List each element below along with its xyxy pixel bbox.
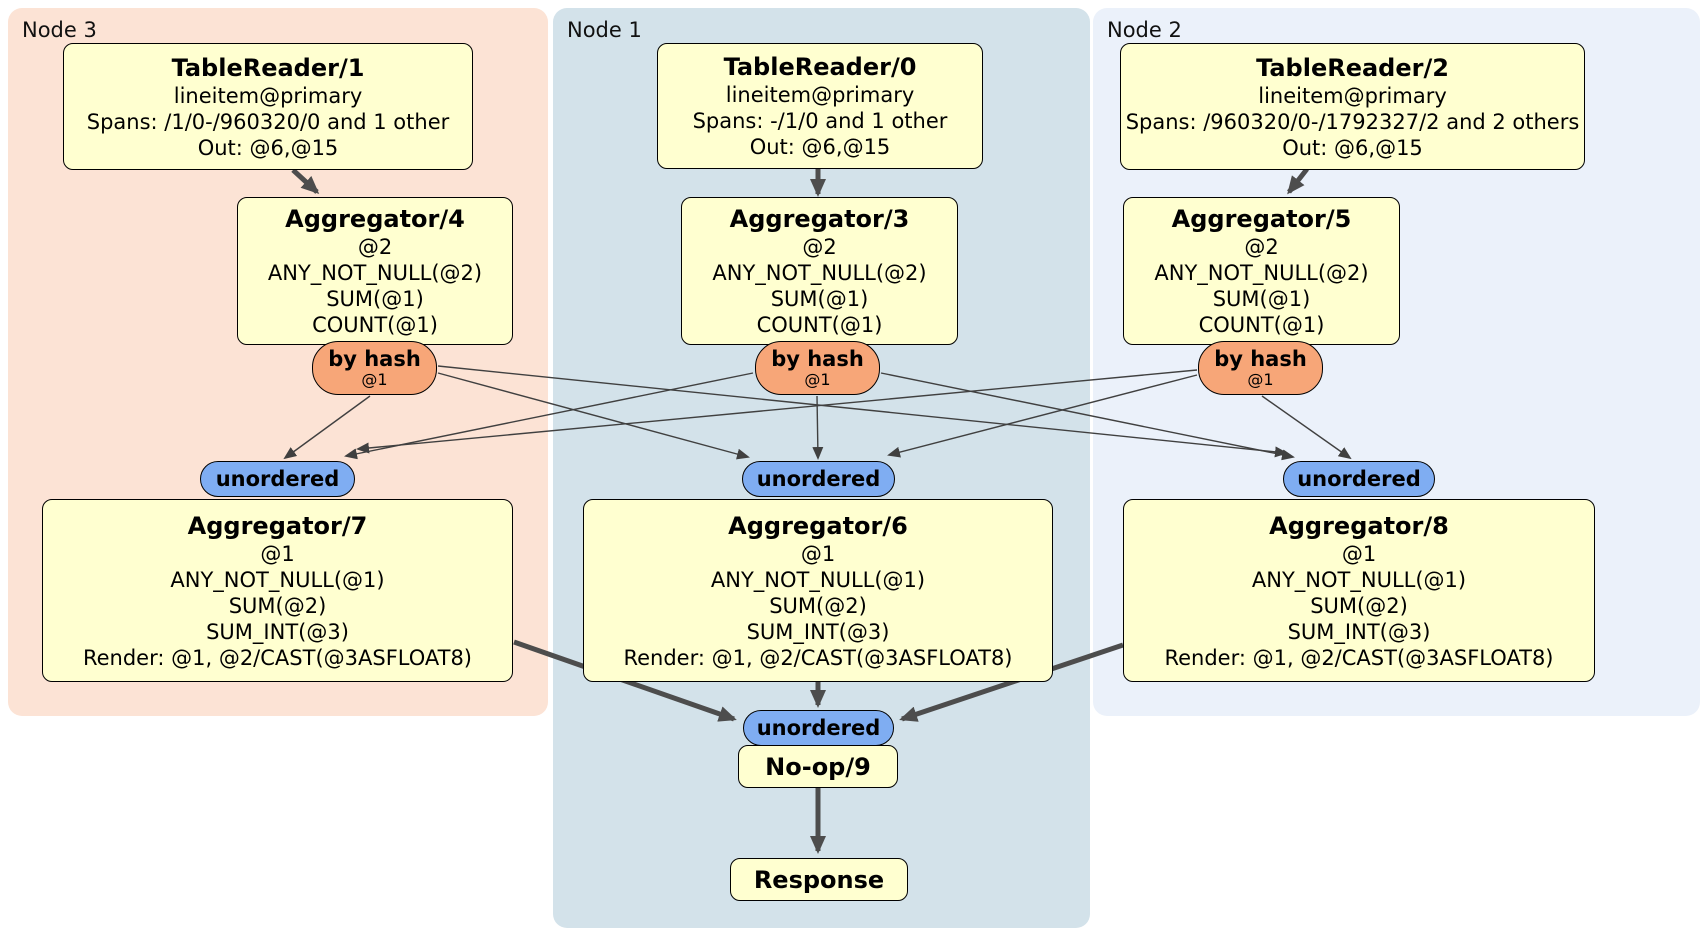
router-by-hash-node3: by hash @1 <box>312 341 437 395</box>
processor-agg-fn: ANY_NOT_NULL(@1) <box>1251 567 1467 592</box>
edge-byhash2-left <box>356 369 1198 454</box>
processor-tablereader-2: TableReader/2 lineitem@primary Spans: /9… <box>1120 43 1585 170</box>
processor-agg-fn: COUNT(@1) <box>1198 313 1325 337</box>
processor-agg-fn: SUM(@1) <box>770 287 869 311</box>
edge-byhash1-right <box>880 372 1295 461</box>
stream-label: unordered <box>1297 467 1421 491</box>
processor-spans: Spans: /1/0-/960320/0 and 1 other <box>86 109 450 134</box>
processor-tablereader-1: TableReader/1 lineitem@primary Spans: /1… <box>63 43 473 170</box>
processor-render: Render: @1, @2/CAST(@3ASFLOAT8) <box>623 645 1013 670</box>
processor-title: TableReader/1 <box>171 53 365 82</box>
processor-title: Aggregator/7 <box>187 511 368 540</box>
processor-response: Response <box>730 858 908 901</box>
router-columns: @1 <box>361 370 388 389</box>
processor-agg-fn: SUM(@1) <box>326 287 424 311</box>
processor-render: Render: @1, @2/CAST(@3ASFLOAT8) <box>1164 645 1554 670</box>
processor-title: Aggregator/4 <box>285 205 465 233</box>
processor-tablereader-0: TableReader/0 lineitem@primary Spans: -/… <box>657 43 983 169</box>
router-columns: @1 <box>804 370 831 389</box>
processor-agg-fn: ANY_NOT_NULL(@2) <box>267 261 483 285</box>
processor-group-cols: @2 <box>357 235 393 259</box>
processor-agg-fn: SUM_INT(@3) <box>206 619 349 644</box>
stream-unordered-right: unordered <box>1283 461 1435 497</box>
processor-agg-fn: SUM_INT(@3) <box>746 619 890 644</box>
processor-title: Aggregator/6 <box>728 511 908 540</box>
processor-group-cols: @1 <box>1341 541 1377 566</box>
processor-agg-fn: ANY_NOT_NULL(@2) <box>712 261 927 285</box>
edge-tr2-agg5 <box>1287 167 1309 195</box>
panel-node3-label: Node 3 <box>22 18 97 42</box>
processor-agg-fn: COUNT(@1) <box>756 313 883 337</box>
processor-agg-fn: COUNT(@1) <box>312 313 438 337</box>
edge-byhash3-left <box>283 395 371 460</box>
processor-noop-9: No-op/9 <box>738 745 898 788</box>
processor-aggregator-4: Aggregator/4 @2 ANY_NOT_NULL(@2) SUM(@1)… <box>237 197 513 345</box>
router-label: by hash <box>1214 347 1307 371</box>
processor-out: Out: @6,@15 <box>1282 135 1423 160</box>
edge-tr1-agg4 <box>291 168 320 195</box>
edge-byhash3-center <box>437 372 750 460</box>
processor-group-cols: @2 <box>802 235 837 259</box>
processor-index: lineitem@primary <box>725 83 915 107</box>
router-label: by hash <box>771 347 864 371</box>
stream-unordered-left: unordered <box>200 461 355 497</box>
processor-group-cols: @1 <box>260 541 295 566</box>
processor-out: Out: @6,@15 <box>749 135 891 159</box>
processor-index: lineitem@primary <box>1258 83 1447 108</box>
processor-aggregator-5: Aggregator/5 @2 ANY_NOT_NULL(@2) SUM(@1)… <box>1123 197 1400 345</box>
processor-title: TableReader/0 <box>723 53 917 81</box>
processor-agg-fn: SUM(@2) <box>769 593 867 618</box>
processor-aggregator-7: Aggregator/7 @1 ANY_NOT_NULL(@1) SUM(@2)… <box>42 499 513 682</box>
panel-node1-label: Node 1 <box>567 18 642 42</box>
stream-label: unordered <box>756 467 881 491</box>
processor-title: No-op/9 <box>765 752 871 781</box>
processor-title: TableReader/2 <box>1256 53 1449 82</box>
processor-agg-fn: SUM(@2) <box>228 593 327 618</box>
processor-aggregator-6: Aggregator/6 @1 ANY_NOT_NULL(@1) SUM(@2)… <box>583 499 1053 682</box>
processor-agg-fn: SUM_INT(@3) <box>1287 619 1431 644</box>
processor-group-cols: @1 <box>800 541 836 566</box>
processor-title: Aggregator/8 <box>1269 511 1449 540</box>
processor-agg-fn: SUM(@2) <box>1310 593 1408 618</box>
router-by-hash-node2: by hash @1 <box>1198 341 1323 395</box>
processor-title: Response <box>753 865 885 894</box>
processor-index: lineitem@primary <box>173 83 363 108</box>
router-columns: @1 <box>1247 370 1274 389</box>
router-by-hash-node1: by hash @1 <box>755 341 880 395</box>
edge-byhash3-right <box>437 365 1288 458</box>
edge-byhash2-right <box>1261 395 1352 460</box>
processor-out: Out: @6,@15 <box>197 135 339 160</box>
router-label: by hash <box>328 347 421 371</box>
processor-agg-fn: ANY_NOT_NULL(@1) <box>710 567 926 592</box>
processor-agg-fn: ANY_NOT_NULL(@2) <box>1154 261 1369 285</box>
processor-aggregator-3: Aggregator/3 @2 ANY_NOT_NULL(@2) SUM(@1)… <box>681 197 958 345</box>
stream-label: unordered <box>215 467 340 491</box>
processor-spans: Spans: -/1/0 and 1 other <box>692 109 948 133</box>
processor-title: Aggregator/3 <box>729 205 910 233</box>
stream-unordered-center: unordered <box>742 461 895 497</box>
edge-byhash2-center <box>887 374 1198 458</box>
edge-agg8-unordered <box>899 642 1124 722</box>
edge-byhash1-left <box>344 372 754 460</box>
stream-unordered-bottom: unordered <box>743 710 894 746</box>
processor-title: Aggregator/5 <box>1171 205 1352 233</box>
processor-group-cols: @2 <box>1244 235 1279 259</box>
processor-agg-fn: ANY_NOT_NULL(@1) <box>170 567 385 592</box>
processor-spans: Spans: /960320/0-/1792327/2 and 2 others <box>1125 109 1580 134</box>
processor-agg-fn: SUM(@1) <box>1212 287 1311 311</box>
stream-label: unordered <box>756 716 881 740</box>
panel-node2-label: Node 2 <box>1107 18 1182 42</box>
processor-render: Render: @1, @2/CAST(@3ASFLOAT8) <box>82 645 473 670</box>
processor-aggregator-8: Aggregator/8 @1 ANY_NOT_NULL(@1) SUM(@2)… <box>1123 499 1595 682</box>
